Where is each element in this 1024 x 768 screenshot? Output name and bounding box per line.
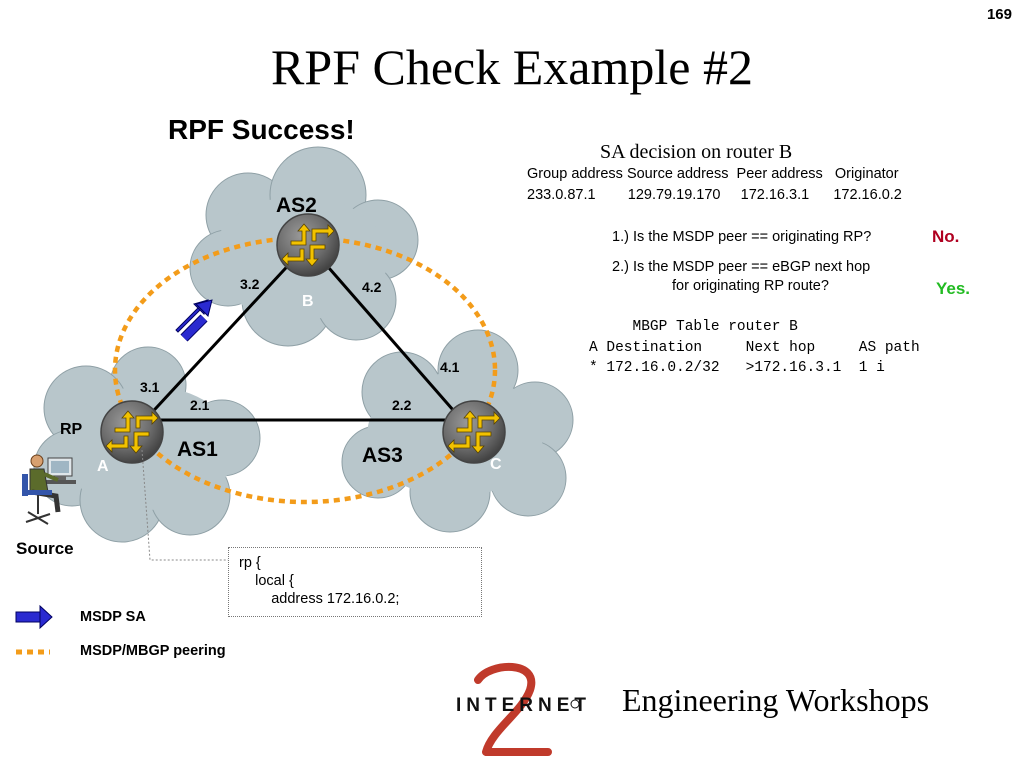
mbgp-table: MBGP Table router B A Destination Next h… bbox=[589, 319, 920, 376]
interface-label: 3.1 bbox=[140, 379, 160, 395]
network-links bbox=[130, 242, 476, 436]
config-callout-line bbox=[141, 449, 228, 561]
router-b-icon bbox=[276, 213, 340, 277]
interface-label: 2.1 bbox=[190, 397, 210, 413]
legend-msdp-sa-label: MSDP SA bbox=[80, 609, 146, 625]
question-2-line-2: for originating RP route? bbox=[672, 278, 829, 294]
router-c-label: C bbox=[490, 456, 502, 473]
interface-label: 3.2 bbox=[240, 276, 260, 292]
interface-label: 4.2 bbox=[362, 279, 382, 295]
internet2-logo: INTERNET bbox=[456, 662, 591, 756]
rp-label: RP bbox=[60, 421, 83, 438]
sa-table-row: 233.0.87.1 129.79.19.170 172.16.3.1 172.… bbox=[527, 187, 902, 203]
msdp-sa-arrow-body bbox=[180, 299, 213, 342]
router-a-icon bbox=[100, 400, 164, 464]
legend-peering-label: MSDP/MBGP peering bbox=[80, 643, 226, 659]
question-2-line-1: 2.) Is the MSDP peer == eBGP next hop bbox=[612, 259, 871, 275]
question-1: 1.) Is the MSDP peer == originating RP? bbox=[612, 229, 872, 245]
as1-label: AS1 bbox=[177, 438, 218, 461]
source-label: Source bbox=[16, 539, 74, 558]
slide-number: 169 bbox=[986, 6, 1012, 23]
subtitle: RPF Success! bbox=[168, 114, 355, 145]
sa-table-header: Group address Source address Peer addres… bbox=[527, 166, 899, 182]
source-person-icon bbox=[22, 454, 76, 525]
router-b-label: B bbox=[302, 293, 314, 310]
router-c-icon bbox=[442, 400, 506, 464]
slide-title: RPF Check Example #2 bbox=[271, 39, 753, 95]
internet2-logo-text: INTERNET bbox=[456, 695, 591, 716]
interface-label: 2.2 bbox=[392, 397, 412, 413]
router-a-label: A bbox=[97, 458, 109, 475]
rp-config-box: rp { local { address 172.16.0.2; bbox=[228, 547, 482, 617]
as3-label: AS3 bbox=[362, 444, 403, 467]
answer-1: No. bbox=[932, 227, 960, 246]
answer-2: Yes. bbox=[936, 279, 971, 298]
legend-msdp-sa-arrow bbox=[15, 604, 53, 630]
footer-text: Engineering Workshops bbox=[622, 682, 930, 718]
as2-label: AS2 bbox=[276, 194, 317, 217]
sa-decision-title: SA decision on router B bbox=[600, 141, 793, 163]
interface-label: 4.1 bbox=[440, 359, 460, 375]
